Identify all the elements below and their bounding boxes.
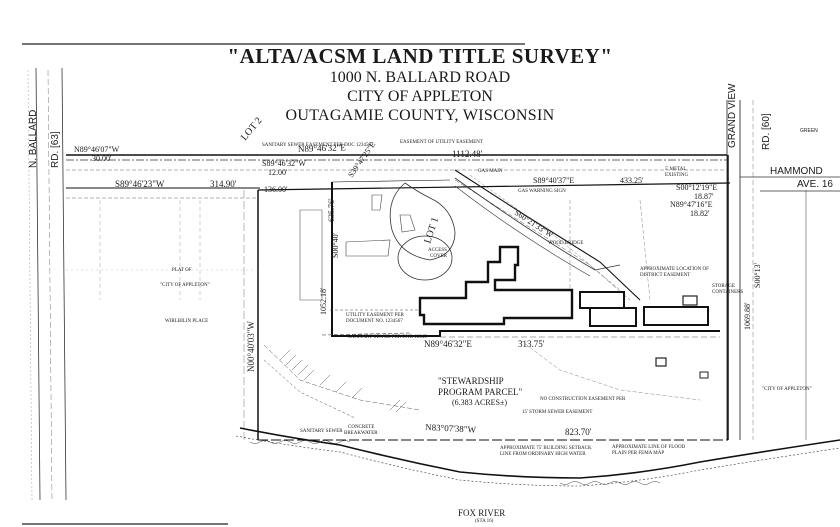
mid-line-bearing: N89°46'32"E (424, 339, 472, 349)
ne-corner-bearing: S00°12'19"E (676, 183, 717, 192)
mid-line-distance: 313.75' (518, 339, 545, 349)
grand-view-road (726, 100, 807, 440)
east-side-distance: 1069.88' (743, 302, 752, 330)
utility-easement-label-2: DOCUMENT NO. 1234567 (346, 319, 403, 324)
parking-features (299, 177, 621, 301)
cap-note-2: EXISTING (665, 173, 688, 178)
parcel-name-line-1: "STEWARDSHIP (438, 376, 504, 386)
bank-hatching (279, 349, 407, 413)
lot-1-label: LOT 1 (422, 216, 441, 245)
east-upper-distance: 433.25' (620, 176, 644, 185)
approx-location-label-2: DISTRICT EASEMENT (640, 273, 690, 278)
fox-river-label: FOX RIVER (458, 508, 505, 518)
wood-bridge-label: WOOD BRIDGE (548, 241, 583, 246)
ballard-road (27, 67, 67, 501)
access-label: ACCESS (428, 248, 447, 253)
river-shoreline (235, 427, 840, 487)
diagonal-bearing: S60°21'33"W (513, 208, 555, 240)
hammond-label: HAMMOND (770, 166, 823, 177)
concrete-label: CONCRETE (348, 425, 374, 430)
grand-view-road-number: RD. [60] (761, 113, 772, 150)
shoreline-label: APPROXIMATE LINE OF FLOOD (612, 445, 686, 450)
survey-title: "ALTA/ACSM LAND TITLE SURVEY" (227, 44, 613, 68)
survey-city: CITY OF APPLETON (347, 88, 493, 105)
sanitary-sewer-label-2: SANITARY SEWER (300, 429, 343, 434)
city-of-appleton-label-right: "CITY OF APPLETON" (762, 387, 812, 392)
survey-address: 1000 N. BALLARD ROAD (329, 69, 511, 86)
parcel-area: (6.383 ACRES±) (452, 398, 507, 407)
ballard-road-number: RD. [63] (50, 131, 61, 168)
ne-corner-distance-2: 18.82' (690, 209, 710, 218)
inner-lot-frame (331, 179, 720, 337)
approx-location-label: APPROXIMATE LOCATION OF (640, 267, 709, 272)
flowage-label-2: LINE FROM ORDINARY HIGH WATER (500, 452, 586, 457)
west-top-bearing: S89°46'23"W (115, 179, 165, 189)
north-property-line (66, 154, 727, 171)
fox-river-sublabel: (STA 16) (475, 519, 494, 524)
wirlbilin-place-label: WIRLBILIN PLACE (165, 319, 208, 324)
hammond-ave-label: AVE. 16 (797, 179, 833, 190)
title-block: "ALTA/ACSM LAND TITLE SURVEY" 1000 N. BA… (0, 44, 840, 125)
north-line-distance: 1112.48' (452, 149, 483, 159)
concrete-label-2: BREAKWATER (344, 431, 378, 436)
access-label-2: COVER (430, 254, 448, 259)
sanitary-sewer-label: SANITARY SEWER PER DNR 12345 (348, 335, 427, 340)
west-top-distance: 314.90' (210, 179, 237, 189)
gas-warning-label: GAS WARNING SIGN (518, 189, 566, 194)
utility-easement-label: UTILITY EASEMENT PER (346, 313, 404, 318)
containers-label: CONTAINERS (712, 290, 743, 295)
west-side-bearing: N00°40'03"W (246, 321, 256, 372)
no-construction-label: NO CONSTRUCTION EASEMENT PER (540, 397, 626, 402)
east-side-bearing: S00°13' (753, 262, 762, 288)
east-upper-bearing: S89°40'37"E (533, 176, 574, 185)
flowage-label: APPROXIMATE 75' BUILDING SETBACK (500, 446, 592, 451)
inner-top-bearing: S89°46'32"W (262, 159, 306, 168)
storm-easement-label: 15' STORM SEWER EASEMENT (522, 410, 592, 415)
south-line-distance: 823.70' (565, 427, 592, 437)
lot-distance: 635.76' (327, 198, 336, 222)
south-line-bearing: N83°07'38"W (425, 422, 477, 435)
ne-corner-bearing-2: N89°47'16"E (670, 200, 713, 209)
top-easement-note-2: EASEMENT OF UTILITY EASEMENT (400, 140, 483, 145)
grand-view-road-name: GRAND VIEW (727, 83, 738, 148)
gas-main-label: GAS MAIN (478, 169, 503, 174)
top-easement-note: SANITARY SEWER EASEMENT PER DOC 1234567 (262, 143, 374, 148)
ballard-road-name: N. BALLARD (28, 110, 39, 168)
building-footprint (418, 245, 709, 379)
adjacent-plat (66, 200, 258, 300)
ne-corner-distance: 18.87' (694, 192, 714, 201)
nw-corner-distance: 30.00' (92, 154, 112, 163)
cap-note: 5' METAL (665, 167, 686, 172)
nw-corner-bearing: N89°46'07"W (74, 145, 120, 154)
storage-label: STORAGE (712, 284, 735, 289)
green-label: GREEN (800, 128, 818, 134)
hammond-avenue (740, 176, 840, 192)
parcel-name-line-2: PROGRAM PARCEL" (438, 387, 522, 397)
upper-west-line (66, 187, 260, 199)
inner-west-bearing: S00°40' (331, 232, 340, 258)
north-line-bearing: N89°46'32"E (298, 142, 347, 154)
lot-2-label: LOT 2 (239, 115, 265, 143)
inner-west-distance: 1052.18' (319, 287, 328, 315)
survey-county: OUTAGAMIE COUNTY, WISCONSIN (285, 107, 555, 124)
inner-top-distance: 12.00' (268, 168, 288, 177)
parcel-boundary (243, 155, 731, 441)
easement-lines (263, 199, 701, 419)
shoreline-label-2: PLAIN PER FEMA MAP (612, 451, 664, 456)
city-of-appleton-label: "CITY OF APPLETON" (160, 283, 210, 288)
plat-of-label: PLAT OF (172, 268, 192, 273)
